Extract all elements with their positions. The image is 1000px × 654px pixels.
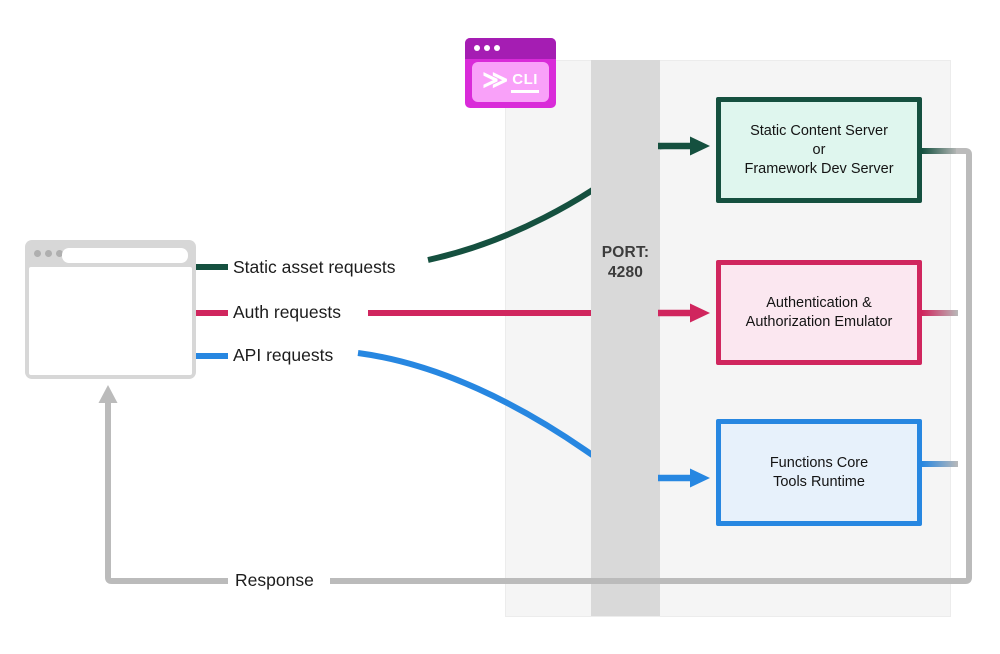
browser-viewport (29, 267, 192, 375)
browser-window-dots (34, 250, 63, 257)
response-arrowhead (98, 385, 118, 403)
functions-runtime-line1: Functions Core (769, 454, 869, 471)
cli-screen: ≫ CLI (472, 62, 549, 102)
browser-window-icon (25, 240, 196, 379)
api-requests-label: API requests (233, 345, 334, 365)
cli-dot-icon (494, 45, 500, 51)
static-content-server-line2: or (812, 141, 826, 158)
browser-dot-icon (34, 250, 41, 257)
api-arrowhead (690, 468, 710, 488)
cli-window-dots (474, 45, 500, 51)
static-arrowhead (690, 136, 710, 156)
functions-runtime-line2: Tools Runtime (773, 473, 865, 490)
auth-arrowhead (690, 303, 710, 323)
cli-label: CLI (511, 71, 539, 93)
swa-cli-icon: ≫ CLI (465, 38, 556, 108)
port-label: PORT: 4280 (591, 243, 660, 283)
response-line-right (330, 148, 972, 584)
static-content-server-line3: Framework Dev Server (744, 160, 894, 177)
browser-address-bar (62, 248, 188, 263)
port-label-line1: PORT: (601, 244, 650, 261)
cli-dot-icon (474, 45, 480, 51)
cli-chevron-icon: ≫ (482, 65, 509, 94)
auth-emulator-box: Authentication & Authorization Emulator (716, 260, 922, 365)
auth-emulator-line2: Authorization Emulator (745, 313, 893, 330)
port-bar (591, 60, 660, 616)
cli-title-bar (465, 38, 556, 59)
cli-dot-icon (484, 45, 490, 51)
functions-runtime-box: Functions Core Tools Runtime (716, 419, 922, 526)
response-line-left (105, 400, 228, 584)
auth-emulator-line1: Authentication & (766, 294, 872, 311)
port-label-line2: 4280 (607, 264, 644, 281)
browser-dot-icon (56, 250, 63, 257)
response-label: Response (235, 570, 314, 590)
auth-requests-label: Auth requests (233, 302, 341, 322)
static-requests-label: Static asset requests (233, 257, 396, 277)
browser-dot-icon (45, 250, 52, 257)
static-content-server-line1: Static Content Server (750, 122, 888, 139)
static-content-server-box: Static Content Server or Framework Dev S… (716, 97, 922, 203)
